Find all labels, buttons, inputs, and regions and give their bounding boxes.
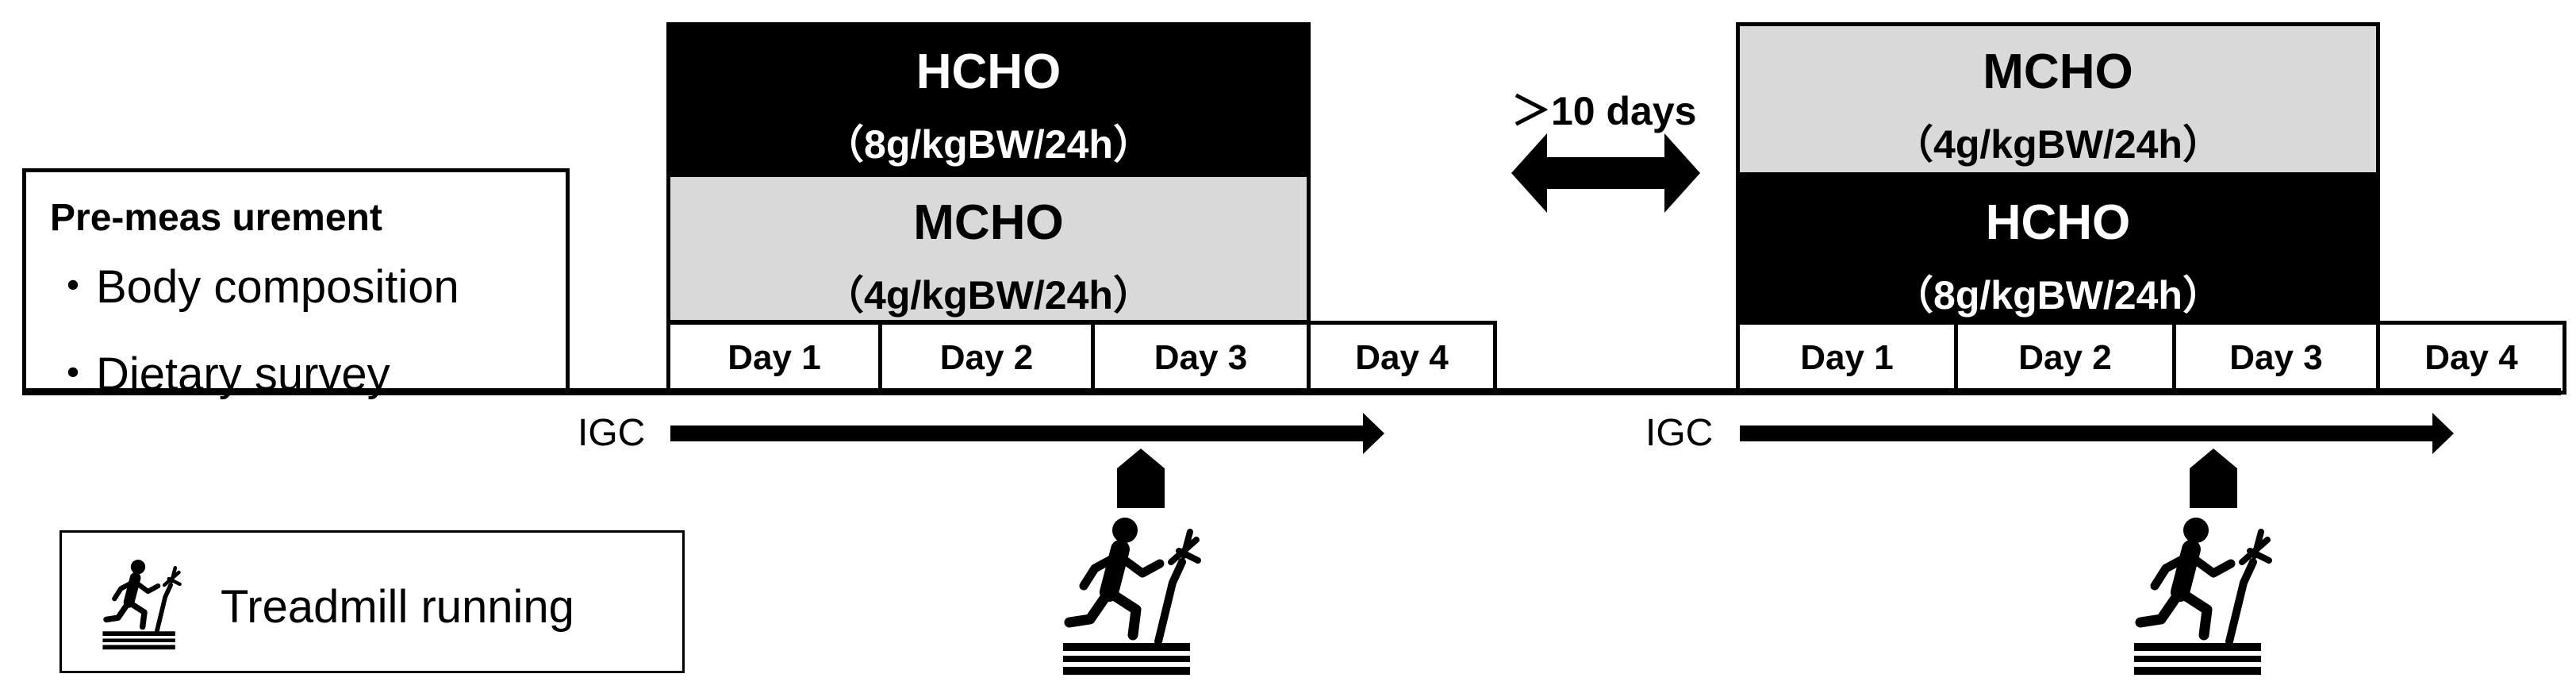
diet-name: MCHO bbox=[913, 195, 1064, 250]
trial1-day-4: Day 4 bbox=[1307, 321, 1497, 395]
diet-dose: （4g/kgBW/24h） bbox=[1894, 122, 2222, 167]
pre-measurement-item-dietary-survey: ・Dietary survey bbox=[50, 348, 390, 400]
interval-double-arrow bbox=[1511, 133, 1700, 213]
diet-name: HCHO bbox=[916, 44, 1061, 99]
igc-arrow-1 bbox=[670, 413, 1384, 454]
diet-dose: （8g/kgBW/24h） bbox=[1894, 273, 2222, 318]
diet-name: MCHO bbox=[1983, 44, 2133, 99]
diet-dose: （8g/kgBW/24h） bbox=[824, 122, 1153, 167]
trial2-day-1: Day 1 bbox=[1736, 321, 1958, 395]
igc-label-2: IGC bbox=[1645, 412, 1714, 454]
trial1-day-3: Day 3 bbox=[1091, 321, 1311, 395]
trial1-diet-hcho: HCHO （8g/kgBW/24h） bbox=[666, 22, 1311, 176]
legend-box: Treadmill running bbox=[60, 530, 685, 673]
session-marker-1 bbox=[1117, 449, 1165, 508]
trial2-day-3: Day 3 bbox=[2172, 321, 2380, 395]
pre-measurement-box: Pre-meas urement ・Body composition ・Diet… bbox=[22, 168, 570, 400]
trial2-day-4: Day 4 bbox=[2376, 321, 2566, 395]
pre-measurement-item-body-composition: ・Body composition bbox=[50, 261, 459, 313]
session-marker-2 bbox=[2190, 449, 2237, 508]
trial2-diet-mcho: MCHO （4g/kgBW/24h） bbox=[1736, 22, 2380, 176]
treadmill-runner-icon bbox=[1063, 518, 1198, 675]
igc-label-1: IGC bbox=[578, 412, 646, 454]
igc-arrow-2 bbox=[1740, 413, 2454, 454]
trial2-diet-hcho: HCHO （8g/kgBW/24h） bbox=[1736, 173, 2380, 324]
diet-dose: （4g/kgBW/24h） bbox=[824, 273, 1153, 318]
pre-measurement-title: Pre-meas urement bbox=[50, 197, 382, 239]
trial1-day-2: Day 2 bbox=[878, 321, 1095, 395]
treadmill-runner-icon bbox=[2134, 518, 2269, 675]
interval-label: ＞10 days bbox=[1511, 89, 1697, 133]
diet-name: HCHO bbox=[1985, 195, 2131, 250]
legend-label: Treadmill running bbox=[221, 581, 574, 633]
treadmill-runner-icon bbox=[94, 556, 189, 652]
trial1-diet-mcho: MCHO （4g/kgBW/24h） bbox=[666, 173, 1311, 324]
trial1-day-1: Day 1 bbox=[666, 321, 882, 395]
trial2-day-2: Day 2 bbox=[1954, 321, 2176, 395]
